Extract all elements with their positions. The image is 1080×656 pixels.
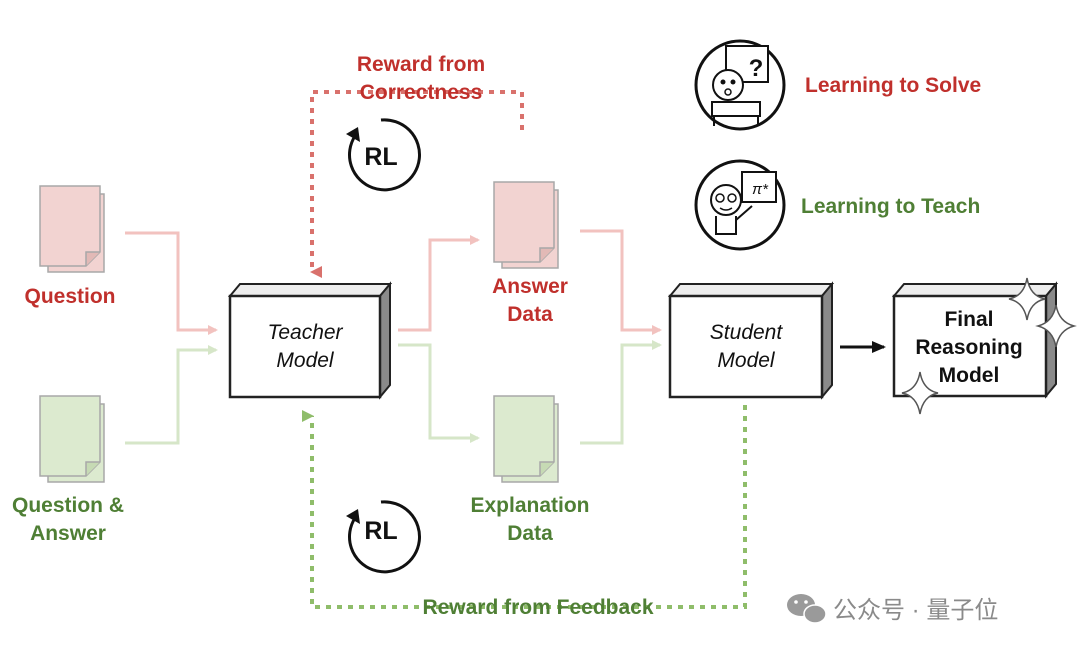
sparkle-icon (901, 371, 939, 415)
sparkle-icon (1035, 304, 1077, 348)
connector-explanation-to-student (580, 340, 662, 445)
rl-cycle-icon-top (346, 118, 422, 192)
student-model-box (667, 281, 835, 400)
rl-label-top: RL (364, 143, 397, 171)
explanation-data-label: Explanation (470, 494, 589, 517)
connector-teacher-to-explanation (398, 343, 480, 443)
wechat-icon (787, 594, 827, 624)
teacher-model-label: Model (276, 349, 335, 372)
final-model-label: Model (939, 364, 1000, 387)
question-label: Question (24, 285, 115, 308)
teacher-model-box (227, 281, 393, 400)
learning-to-solve-label: Learning to Solve (805, 74, 981, 97)
watermark-label: 公众号 · 量子位 (833, 597, 998, 624)
answer-data-label: Answer (492, 275, 568, 298)
final-model-label: Final (944, 308, 993, 331)
question-answer-label: Question & (12, 494, 124, 517)
connector-teacher-to-answer (398, 235, 480, 332)
student-model-label: Model (717, 349, 776, 372)
reward-correctness-label: Reward from (357, 53, 485, 76)
explanation-data-document-icon (493, 395, 559, 483)
answer-data-document-icon (493, 181, 559, 269)
reward-feedback-path (302, 405, 747, 609)
teach-badge: π* (752, 181, 769, 198)
rl-label-bottom: RL (364, 517, 397, 545)
connector-question-to-teacher (125, 231, 218, 335)
final-model-label: Reasoning (915, 336, 1022, 359)
learning-to-teach-label: Learning to Teach (801, 195, 980, 218)
teacher-model-label: Teacher (267, 321, 343, 344)
connector-qa-to-teacher (125, 345, 218, 445)
answer-data-label: Data (507, 303, 553, 326)
question-document-icon (39, 185, 105, 273)
rl-cycle-icon-bottom (346, 500, 422, 574)
learning-to-solve-icon (694, 39, 786, 131)
explanation-data-label: Data (507, 522, 553, 545)
qa-document-icon (39, 395, 105, 483)
learning-to-teach-icon (694, 159, 786, 251)
reward-correctness-label: Correctness (360, 81, 483, 104)
solve-badge: ? (749, 55, 764, 82)
connector-answer-to-student (580, 229, 662, 335)
reward-feedback-label: Reward from Feedback (422, 596, 653, 619)
student-model-label: Student (710, 321, 784, 344)
reward-correctness-path (310, 90, 524, 278)
sparkle-icon (1008, 277, 1046, 321)
question-answer-label: Answer (30, 522, 106, 545)
